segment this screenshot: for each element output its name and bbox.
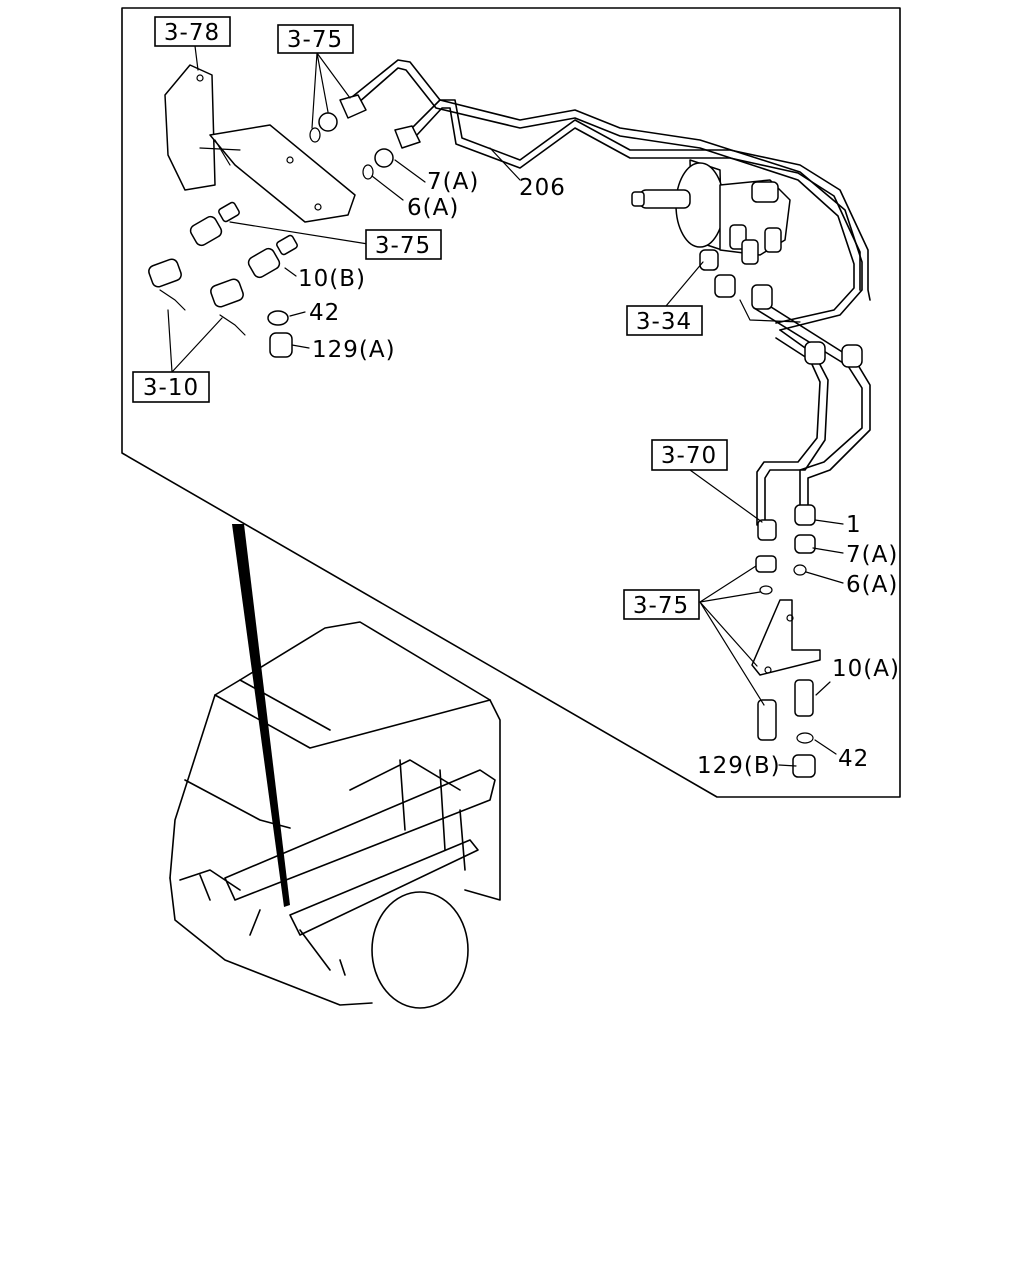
detail-frame bbox=[121, 7, 901, 798]
pipe-clip bbox=[841, 344, 863, 368]
ref-label: 3-70 bbox=[661, 443, 717, 469]
ref-box-3-10: 3-10 bbox=[132, 371, 210, 403]
callout-6a-bottom: 6(A) bbox=[846, 572, 898, 598]
callout-129b: 129(B) bbox=[697, 753, 781, 779]
ref-label: 3-10 bbox=[143, 375, 199, 401]
ref-box-3-34: 3-34 bbox=[626, 305, 703, 336]
top-fittings bbox=[309, 94, 421, 180]
lower-pipes bbox=[753, 299, 871, 526]
callout-1: 1 bbox=[846, 512, 862, 538]
callout-42-top: 42 bbox=[309, 300, 340, 326]
callout-10b: 10(B) bbox=[298, 266, 366, 292]
ref-label: 3-78 bbox=[164, 20, 220, 46]
vehicle-outline bbox=[169, 621, 501, 1009]
ref-label: 3-34 bbox=[636, 309, 692, 335]
callout-7a-bottom: 7(A) bbox=[846, 542, 898, 568]
master-cylinder bbox=[631, 159, 801, 323]
bracket-3-78 bbox=[164, 64, 356, 223]
ref-box-3-75-bottom: 3-75 bbox=[623, 589, 700, 620]
detail-leader bbox=[232, 524, 290, 907]
ref-box-3-75-top: 3-75 bbox=[277, 24, 354, 54]
ref-box-3-70: 3-70 bbox=[651, 439, 728, 471]
ref-box-3-75-mid: 3-75 bbox=[365, 229, 442, 260]
hose-fittings bbox=[148, 201, 298, 358]
callout-42-bottom: 42 bbox=[838, 746, 869, 772]
callout-6a-top: 6(A) bbox=[407, 195, 459, 221]
pipe-clip bbox=[804, 341, 826, 365]
callout-7a-top: 7(A) bbox=[427, 169, 479, 195]
brake-pipe-206 bbox=[351, 59, 871, 331]
callout-129a: 129(A) bbox=[312, 337, 396, 363]
ref-label: 3-75 bbox=[287, 27, 343, 53]
callout-206: 206 bbox=[519, 175, 566, 201]
callout-10a: 10(A) bbox=[832, 656, 900, 682]
ref-label: 3-75 bbox=[375, 233, 431, 259]
ref-box-3-78: 3-78 bbox=[154, 16, 231, 47]
ref-label: 3-75 bbox=[633, 593, 689, 619]
lower-fittings bbox=[751, 504, 821, 778]
leader-lines bbox=[167, 45, 844, 767]
